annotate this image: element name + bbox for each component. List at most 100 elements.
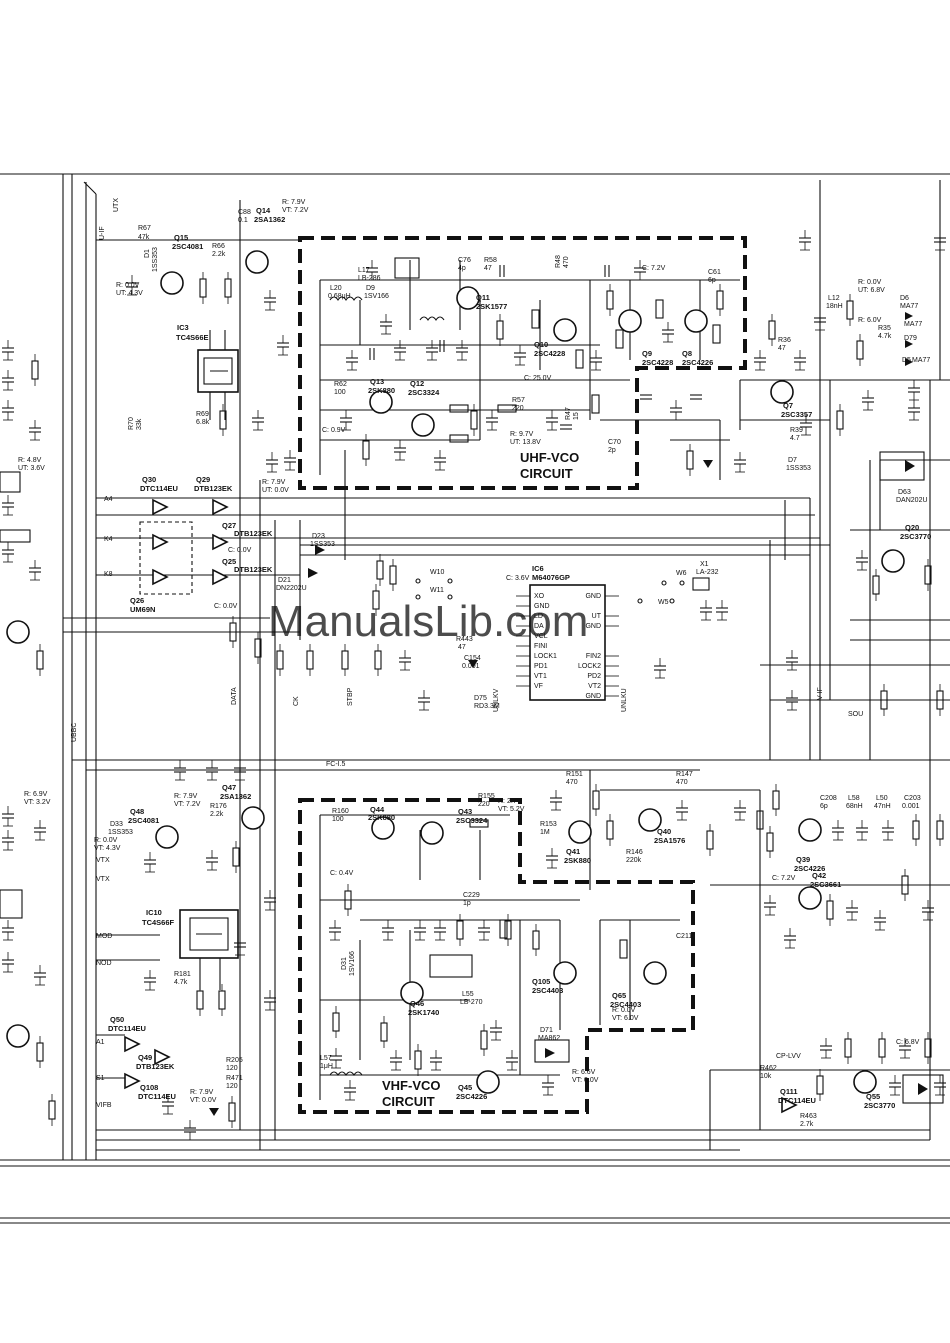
resistor-33 [232, 841, 240, 873]
resistor-112 [470, 404, 478, 436]
svg-text:D31: D31 [341, 957, 348, 970]
svg-text:R67: R67 [138, 225, 151, 232]
svg-text:FC-I.5: FC-I.5 [326, 761, 346, 768]
svg-text:R: 0.0V: R: 0.0V [116, 282, 140, 289]
svg-text:W6: W6 [676, 570, 687, 577]
svg-text:R160: R160 [332, 808, 349, 815]
svg-text:33k: 33k [136, 418, 143, 430]
capacitor-42 [162, 1094, 174, 1115]
svg-text:Q11: Q11 [476, 293, 490, 302]
svg-text:R443: R443 [456, 636, 473, 643]
svg-text:220k: 220k [626, 857, 642, 864]
svg-text:2SC3324: 2SC3324 [456, 816, 488, 825]
svg-text:Q47: Q47 [222, 783, 236, 792]
svg-text:Q30: Q30 [142, 475, 156, 484]
capacitor-147 [2, 952, 14, 973]
svg-text:LB-270: LB-270 [460, 999, 483, 1006]
svg-text:2p: 2p [608, 447, 616, 454]
svg-text:R39: R39 [790, 427, 803, 434]
svg-text:2SC4226: 2SC4226 [456, 1092, 487, 1101]
svg-text:1SS353: 1SS353 [310, 541, 335, 548]
resistor-74 [766, 826, 774, 858]
ic6-pin-right-3: GND [585, 623, 601, 630]
vhf-title: VHF-VCO [382, 1078, 441, 1093]
svg-text:DTB123EK: DTB123EK [136, 1062, 175, 1071]
svg-text:Q12: Q12 [410, 379, 424, 388]
capacitor-0 [126, 275, 138, 296]
svg-text:R69: R69 [196, 411, 209, 418]
svg-text:2SA1362: 2SA1362 [220, 792, 251, 801]
capacitor-146 [2, 920, 14, 941]
resistor-11 [276, 644, 284, 676]
capacitor-59 [542, 1075, 554, 1096]
capacitor-43 [184, 1120, 196, 1141]
svg-text:Q14: Q14 [256, 206, 271, 215]
svg-text:UT: 13.8V: UT: 13.8V [510, 439, 541, 446]
svg-text:C211: C211 [676, 933, 692, 940]
resistor-82 [826, 894, 834, 926]
svg-text:MA77: MA77 [904, 321, 922, 328]
svg-text:W11: W11 [430, 587, 444, 594]
ic6-pin-left-6: LOCK1 [534, 653, 557, 660]
svg-text:1SV166: 1SV166 [364, 293, 389, 300]
resistor-46 [344, 884, 352, 916]
svg-text:R205: R205 [226, 1057, 243, 1064]
svg-text:D33: D33 [110, 821, 123, 828]
svg-text:D79: D79 [904, 335, 917, 342]
svg-text:Q65: Q65 [612, 991, 626, 1000]
vhf-subtitle: CIRCUIT [382, 1094, 435, 1109]
resistor-39 [196, 984, 204, 1016]
svg-text:C: 0.0V: C: 0.0V [228, 547, 252, 554]
capacitor-6 [252, 410, 264, 431]
capacitor-98 [394, 340, 406, 361]
capacitor-69 [676, 800, 688, 821]
capacitor-111 [434, 450, 446, 471]
capacitor-83 [846, 900, 858, 921]
resistor-26 [872, 569, 880, 601]
svg-text:100: 100 [334, 389, 346, 396]
svg-text:120: 120 [226, 1083, 238, 1090]
capacitor-63 [330, 1048, 342, 1069]
resistor-53 [532, 924, 540, 956]
capacitor-108 [340, 410, 352, 431]
capacitor-80 [764, 895, 776, 916]
svg-text:2.7k: 2.7k [800, 1121, 814, 1128]
svg-text:L17: L17 [358, 267, 370, 274]
resistor-92 [816, 1069, 824, 1101]
resistor-2 [224, 272, 232, 304]
capacitor-126 [934, 230, 946, 251]
svg-text:MA77: MA77 [900, 303, 918, 310]
svg-text:D63: D63 [898, 489, 911, 496]
capacitor-105 [634, 260, 646, 281]
resistor-10 [254, 632, 262, 664]
svg-text:UT: 4.3V: UT: 4.3V [116, 290, 143, 297]
svg-text:Q29: Q29 [196, 475, 210, 484]
ic6-pin-left-2: LD [534, 613, 543, 620]
svg-text:K8: K8 [104, 571, 113, 578]
svg-text:VTX: VTX [96, 876, 110, 883]
capacitor-142 [2, 495, 14, 516]
svg-text:D9: D9 [366, 285, 375, 292]
svg-text:2SC4081: 2SC4081 [172, 242, 203, 251]
capacitor-34 [206, 850, 218, 871]
svg-text:K4: K4 [104, 536, 113, 543]
ic6-pin-left-8: VT1 [534, 673, 547, 680]
vhf-vco-block: VHF-VCO CIRCUIT [298, 798, 695, 1114]
capacitor-7 [266, 452, 278, 473]
capacitor-110 [394, 440, 406, 461]
transistor-symbols [6, 250, 905, 1094]
svg-text:10k: 10k [760, 1073, 772, 1080]
capacitor-76 [856, 820, 868, 841]
signal-utx: UTX [113, 198, 120, 212]
capacitor-123 [862, 390, 874, 411]
svg-text:W5: W5 [658, 599, 669, 606]
resistor-73 [772, 784, 780, 816]
capacitor-93 [889, 1075, 901, 1096]
svg-text:R471: R471 [226, 1075, 243, 1082]
svg-text:R181: R181 [174, 971, 191, 978]
capacitor-41 [264, 990, 276, 1011]
capacitor-48 [414, 920, 426, 941]
svg-text:R: 6.9V: R: 6.9V [24, 791, 48, 798]
frame-lines [0, 173, 950, 1224]
svg-text:47k: 47k [138, 234, 150, 241]
